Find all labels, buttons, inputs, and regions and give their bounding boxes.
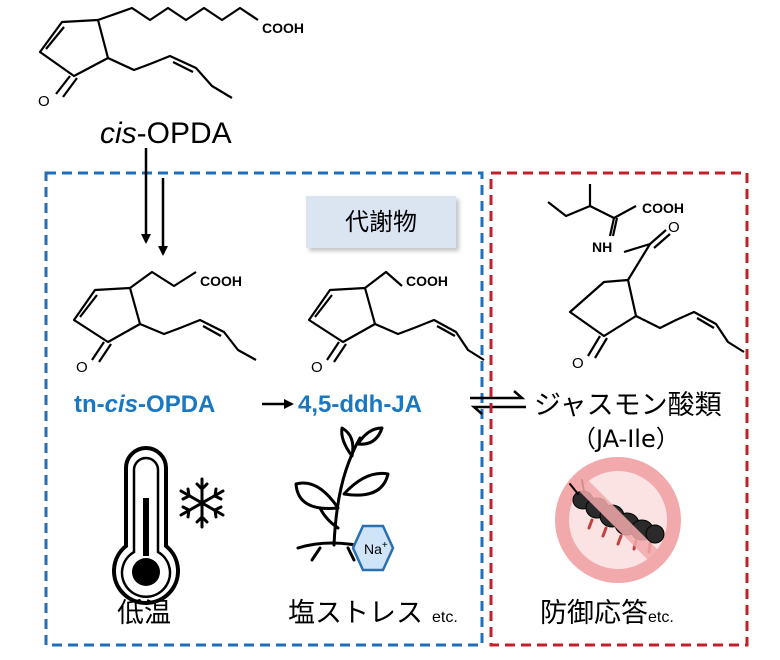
ja-ile-cooh: COOH bbox=[642, 200, 684, 216]
tn-cis-opda-label: tn-cis-OPDA bbox=[74, 391, 215, 418]
tn-cis-opda-structure bbox=[72, 270, 257, 363]
salt-stress-label: 塩ストレス bbox=[288, 598, 423, 629]
ja-ile-amide-o: O bbox=[668, 219, 680, 236]
defense-etc: etc. bbox=[648, 609, 674, 626]
cis-opda-label: cis-OPDA bbox=[100, 117, 232, 150]
ja-ile-ketone-o: O bbox=[572, 355, 584, 372]
tn-cis-opda-ketone-o: O bbox=[76, 359, 88, 376]
salt-stress-etc: etc. bbox=[432, 609, 458, 626]
snowflake-icon bbox=[179, 477, 225, 529]
cis-opda-cooh: COOH bbox=[262, 20, 304, 36]
response-box bbox=[489, 171, 749, 647]
tn-cis-opda-cooh: COOH bbox=[200, 273, 242, 289]
ja-ile-structure bbox=[547, 184, 745, 359]
defense-label: 防御応答 bbox=[540, 598, 648, 629]
metabolite-badge bbox=[306, 196, 456, 248]
metabolite-box bbox=[44, 171, 484, 647]
ja-ile-label: （JA-Ile） bbox=[572, 425, 680, 453]
cis-opda-ketone-o: O bbox=[38, 93, 50, 110]
equilibrium-arrow bbox=[470, 390, 526, 415]
plant-icon bbox=[294, 426, 390, 562]
jasmonate-label: ジャスモン酸類 bbox=[534, 390, 722, 421]
low-temp-label: 低温 bbox=[117, 598, 171, 629]
thermometer-icon bbox=[112, 446, 180, 605]
metabolite-badge-label: 代謝物 bbox=[345, 208, 417, 236]
ddh-ja-cooh: COOH bbox=[406, 273, 448, 289]
ja-ile-nh: NH bbox=[592, 239, 612, 255]
ddh-ja-ketone-o: O bbox=[311, 359, 323, 376]
cis-opda-structure bbox=[38, 6, 259, 99]
svg-text:Na+: Na+ bbox=[364, 540, 388, 557]
ddh-ja-structure bbox=[307, 270, 485, 363]
ddh-ja-label: 4,5-ddh-JA bbox=[298, 391, 422, 418]
no-caterpillar-icon bbox=[555, 457, 681, 583]
sodium-hexagon-icon: Na+ bbox=[351, 524, 395, 572]
